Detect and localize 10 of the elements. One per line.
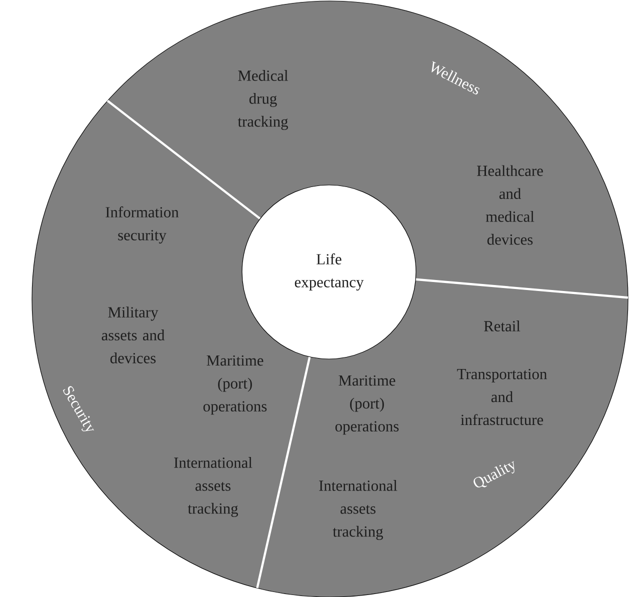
item-text: Information security <box>106 206 179 244</box>
item-text: Transportation and infrastructure <box>457 368 547 426</box>
item-text: Military assets and devices <box>102 306 165 364</box>
disc <box>32 0 628 597</box>
item-text: International assets tracking <box>174 457 252 517</box>
item-text: Medical drug tracking <box>238 70 288 130</box>
item-text: Maritime (port) operations <box>335 375 399 435</box>
item-text: Retail <box>484 320 520 332</box>
item-text: Healthcare and medical devices <box>477 165 543 245</box>
item-text: International assets tracking <box>319 480 398 540</box>
